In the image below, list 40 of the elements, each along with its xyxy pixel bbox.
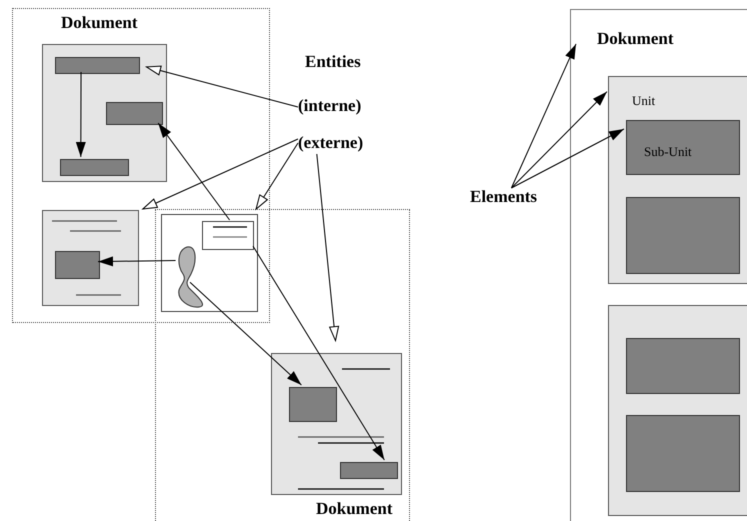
bar bbox=[55, 57, 140, 74]
bar bbox=[340, 462, 398, 479]
unit-box bbox=[608, 76, 747, 284]
arrow bbox=[252, 246, 385, 460]
unit-box bbox=[608, 305, 747, 516]
entity-label: (interne) bbox=[298, 97, 390, 117]
heading: Sub-Unit bbox=[644, 145, 692, 158]
arrow bbox=[510, 91, 608, 188]
heading: Unit bbox=[632, 94, 656, 107]
heading: Dokument bbox=[316, 500, 393, 517]
page bbox=[42, 44, 167, 182]
heading: Dokument bbox=[61, 14, 138, 31]
bar bbox=[55, 251, 100, 279]
arrow bbox=[316, 154, 340, 342]
document-panel bbox=[570, 9, 747, 521]
sub-unit-box bbox=[626, 197, 740, 274]
arrow bbox=[256, 142, 298, 210]
dotted-region bbox=[155, 209, 410, 521]
arrow bbox=[510, 43, 576, 188]
elements-label: Elements bbox=[470, 188, 562, 208]
arrow bbox=[98, 256, 176, 266]
sub-unit-box bbox=[626, 120, 740, 175]
page bbox=[161, 214, 258, 312]
bar bbox=[289, 387, 337, 422]
sub-unit-box bbox=[626, 415, 740, 492]
page bbox=[271, 353, 402, 495]
bar bbox=[106, 102, 163, 125]
arrow bbox=[190, 282, 302, 386]
bar bbox=[60, 159, 129, 176]
heading: Dokument bbox=[597, 30, 674, 47]
inset-box bbox=[202, 221, 254, 250]
arrow bbox=[158, 122, 230, 220]
arrow bbox=[146, 66, 298, 108]
heading: Entities bbox=[305, 53, 361, 70]
arrow bbox=[510, 128, 624, 188]
sub-unit-box bbox=[626, 338, 740, 394]
arrow bbox=[76, 72, 86, 158]
entity-label: (externe) bbox=[298, 134, 392, 154]
page bbox=[42, 210, 139, 306]
arrow bbox=[142, 138, 298, 210]
